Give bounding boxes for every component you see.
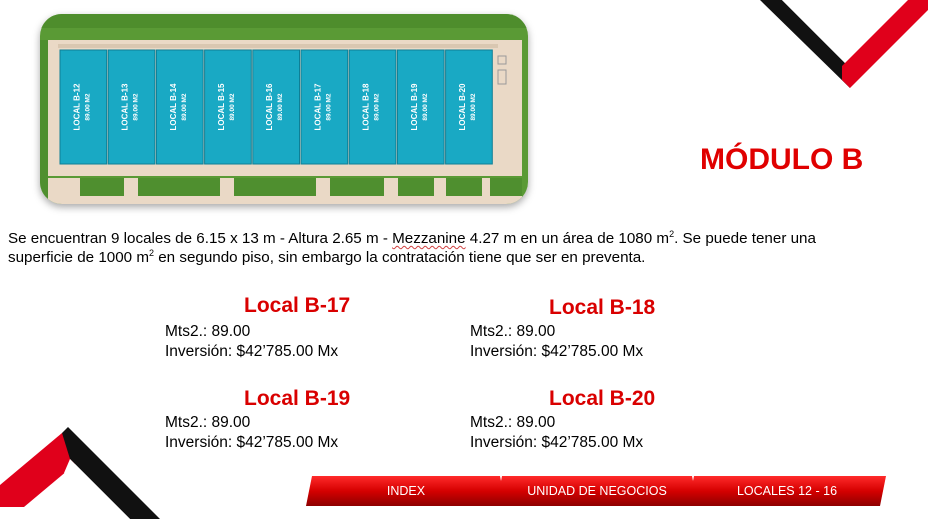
local-inversion: Inversión: $42’785.00 Mx (470, 434, 644, 451)
nav-button-shape (306, 476, 506, 506)
plan-unit-block (445, 49, 493, 165)
nav-button-shape (688, 476, 886, 506)
plan-unit-area: 89.00 M2 (374, 93, 381, 120)
description-text: en segundo piso, sin embargo la contrata… (154, 249, 646, 266)
description-mezzanine-word: Mezzanine (392, 230, 466, 247)
plan-unit-label: LOCAL B-15 (217, 83, 226, 131)
module-description: Se encuentran 9 locales de 6.15 x 13 m -… (8, 229, 908, 267)
plan-unit-label: LOCAL B-13 (121, 83, 130, 131)
plan-unit-block (59, 49, 108, 165)
local-name: Local B-20 (549, 387, 656, 410)
plan-unit-label: LOCAL B-19 (410, 83, 419, 131)
nav-index-label: INDEX (386, 484, 426, 498)
plan-unit-block (204, 49, 252, 165)
superscript: 2 (669, 228, 675, 239)
plan-unit-label: LOCAL B-17 (313, 83, 322, 131)
description-text: Se encuentran 9 locales de 6.15 x 13 m -… (8, 230, 393, 247)
plan-unit-block (396, 49, 445, 165)
plan-unit-area: 89.00 M2 (229, 93, 236, 120)
local-mts: Mts2.: 89.00 (165, 323, 251, 340)
local-mts: Mts2.: 89.00 (470, 414, 556, 431)
plan-unit-area: 89.00 M2 (422, 93, 429, 120)
plan-unit-block (252, 49, 301, 165)
nav-button-shape (496, 476, 698, 506)
plan-unit-area: 89.00 M2 (181, 93, 188, 120)
local-inversion: Inversión: $42’785.00 Mx (165, 434, 339, 451)
nav-unidad-negocios-button[interactable]: UNIDAD DE NEGOCIOS (496, 476, 698, 506)
plan-unit-block (300, 49, 349, 165)
plan-unit-label: LOCAL B-12 (72, 83, 81, 131)
nav-index-button[interactable]: INDEX (306, 476, 506, 506)
local-mts: Mts2.: 89.00 (165, 414, 251, 431)
plan-unit-area: 89.00 M2 (325, 93, 332, 120)
local-mts: Mts2.: 89.00 (470, 323, 556, 340)
module-title: MÓDULO B (700, 143, 864, 176)
local-name: Local B-19 (244, 387, 351, 410)
nav-unidad-label: UNIDAD DE NEGOCIOS (527, 484, 667, 498)
superscript: 2 (149, 247, 155, 258)
plan-unit-block (107, 49, 156, 165)
plan-unit-area: 89.00 M2 (84, 93, 91, 120)
description-text: . Se puede tener una (674, 230, 816, 247)
local-inversion: Inversión: $42’785.00 Mx (470, 343, 644, 360)
local-name: Local B-18 (549, 296, 656, 319)
plan-unit-block (348, 49, 397, 165)
plan-unit-label: LOCAL B-18 (362, 83, 371, 131)
plan-unit-block (155, 49, 204, 165)
local-name: Local B-17 (244, 294, 351, 317)
nav-locales-button[interactable]: LOCALES 12 - 16 (688, 476, 886, 506)
plan-unit-label: LOCAL B-20 (458, 83, 467, 131)
plan-unit-area: 89.00 M2 (133, 93, 140, 120)
plan-unit-area: 89.00 M2 (470, 93, 477, 120)
plan-unit-label: LOCAL B-16 (265, 83, 274, 131)
plan-unit-area: 89.00 M2 (277, 93, 284, 120)
plan-unit-label: LOCAL B-14 (169, 83, 178, 131)
corner-decoration-top-right (760, 0, 928, 88)
corner-decoration-bottom-left (0, 427, 160, 519)
local-inversion: Inversión: $42’785.00 Mx (165, 343, 339, 360)
description-text: 4.27 m en un área de 1080 m (465, 230, 670, 247)
description-text: superficie de 1000 m (8, 249, 149, 266)
nav-locales-label: LOCALES 12 - 16 (736, 484, 838, 498)
